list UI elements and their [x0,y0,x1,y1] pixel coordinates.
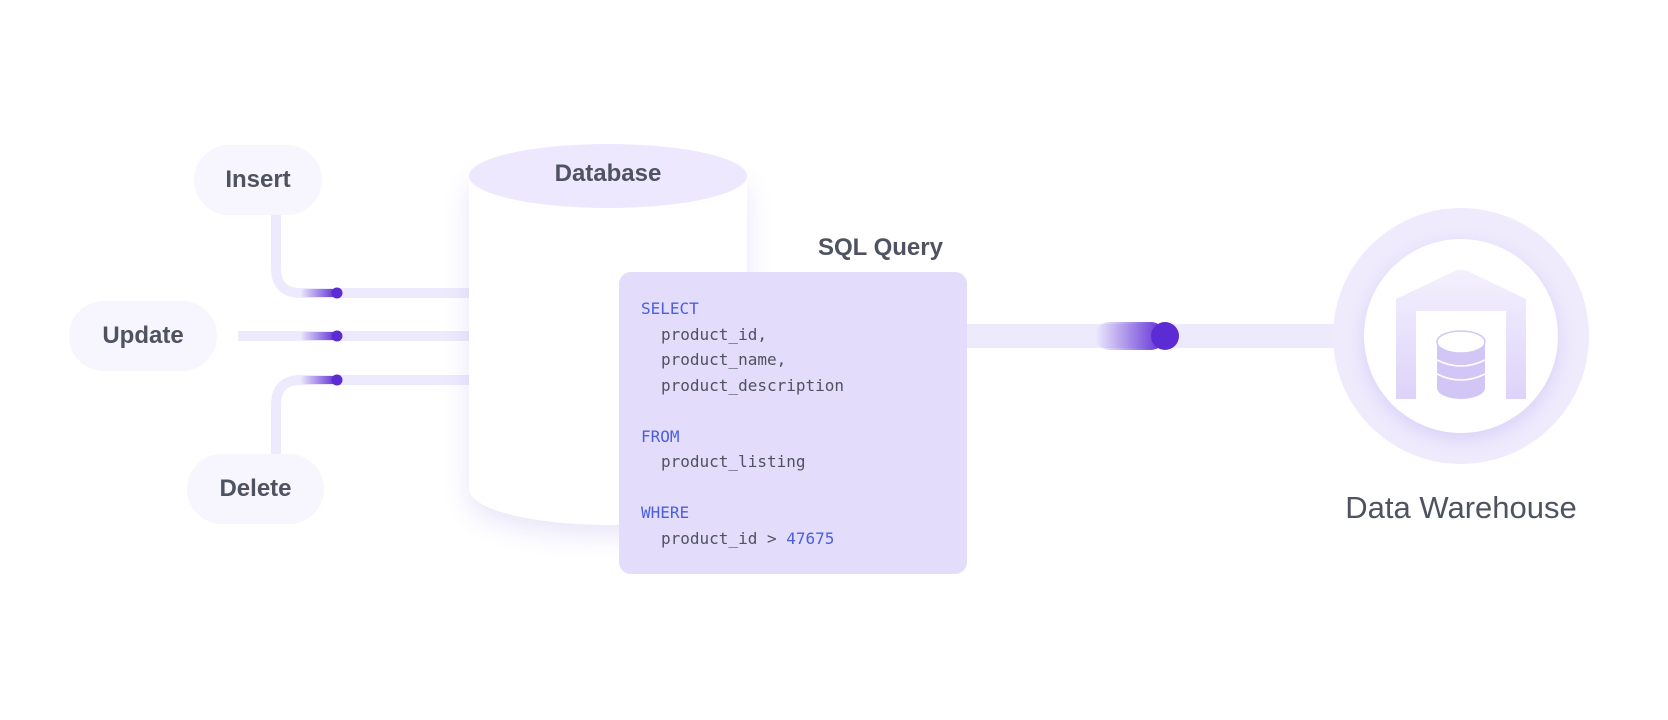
sql-condition: product_id > 47675 [641,526,967,552]
sql-blank-line [641,475,967,501]
sql-field: product_id, [661,324,767,344]
update-flow-trail [300,332,337,340]
update-flow-dot [331,330,343,342]
sql-condition-value: 47675 [786,528,835,548]
delete-label: Delete [219,475,292,502]
delete-flow-dot [331,374,343,386]
sql-from-keyword: FROM [641,426,680,446]
sql-field: product_name, [661,350,787,369]
update-source: Update [69,301,217,371]
insert-connector [271,215,472,298]
database-cylinder-top: Database [469,144,747,208]
data-warehouse-label: Data Warehouse [1345,490,1577,525]
insert-flow-trail [300,289,337,297]
sql-blank-line [641,398,967,424]
sql-select-keyword: SELECT [641,299,699,318]
warehouse-flow-trail [1095,322,1165,350]
delete-source: Delete [187,454,324,524]
delete-connector [271,375,472,454]
update-label: Update [102,322,184,349]
insert-flow-dot [331,287,343,299]
insert-source: Insert [194,145,322,215]
warehouse-database-icon [1396,270,1526,399]
sql-where-keyword: WHERE [641,503,690,522]
sql-field: product_description [661,375,845,395]
sql-query-title: SQL Query [818,234,943,261]
delete-flow-trail [300,376,337,384]
sql-condition-text: product_id > [661,528,787,548]
warehouse-flow-dot [1151,322,1179,350]
sql-table-name: product_listing [661,452,806,471]
database-label: Database [554,160,662,187]
insert-label: Insert [225,166,291,193]
sql-query-panel: SELECT product_id, product_name, product… [619,272,967,574]
